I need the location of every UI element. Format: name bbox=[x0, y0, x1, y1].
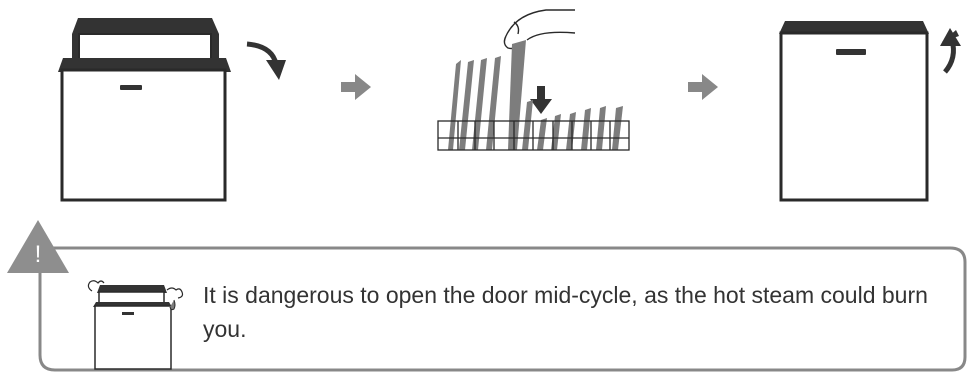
dishwasher-closing-icon bbox=[779, 21, 929, 200]
curved-arrow-icon bbox=[247, 44, 286, 80]
warning-text: It is dangerous to open the door mid-cyc… bbox=[203, 278, 938, 346]
right-arrow-icon bbox=[341, 74, 371, 100]
right-arrow-icon bbox=[688, 74, 718, 100]
loading-plates-into-rack-icon bbox=[438, 10, 629, 150]
warning-exclamation: ! bbox=[35, 241, 42, 268]
curved-arrow-icon bbox=[940, 28, 961, 72]
dishwasher-opening-icon bbox=[58, 18, 231, 200]
dishwasher-steam-icon bbox=[88, 281, 182, 369]
